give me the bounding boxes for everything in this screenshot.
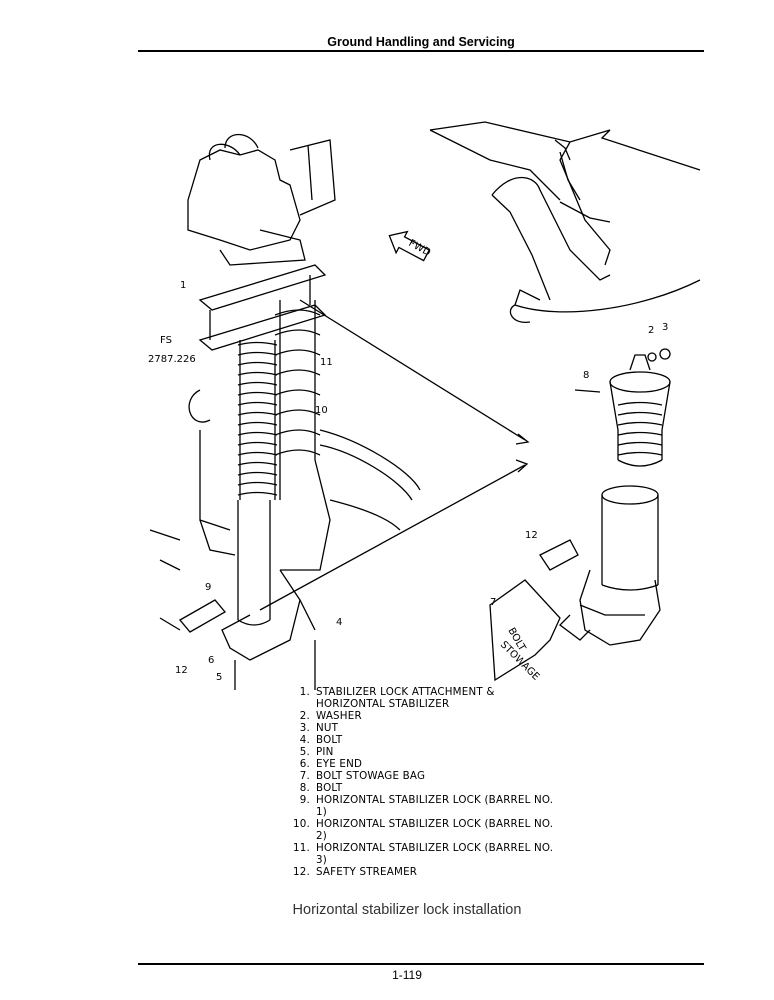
callout-4: 4: [336, 617, 342, 628]
legend-text: HORIZONTAL STABILIZER LOCK (BARREL NO. 3…: [316, 842, 554, 866]
legend-item: 11. HORIZONTAL STABILIZER LOCK (BARREL NO…: [292, 842, 556, 866]
page-number: 1-119: [392, 968, 422, 982]
legend-text: HORIZONTAL STABILIZER LOCK (BARREL NO. 2…: [316, 818, 554, 842]
page-header-title: Ground Handling and Servicing: [327, 35, 515, 49]
callout-9: 9: [205, 582, 211, 593]
legend-num: 11.: [293, 842, 310, 854]
legend-num: 2.: [299, 710, 310, 722]
fs-label: FS: [160, 335, 172, 346]
callout-2: 2: [648, 325, 654, 336]
callout-8: 8: [583, 370, 589, 381]
legend-item: 12. SAFETY STREAMER: [292, 866, 556, 878]
fs-value: 2787.226: [148, 354, 196, 365]
legend-num: 12.: [293, 866, 310, 878]
legend-item: 2. WASHER: [292, 710, 556, 722]
callout-5: 5: [216, 672, 222, 683]
legend-text: EYE END: [316, 758, 363, 770]
fwd-arrow: [388, 230, 431, 262]
callout-6: 6: [208, 655, 214, 666]
legend-item: 1. STABILIZER LOCK ATTACHMENT & HORIZONTA…: [292, 686, 556, 710]
legend-text: BOLT STOWAGE BAG: [316, 770, 426, 782]
detail-barrel-bag-drawing: [489, 485, 661, 682]
legend-num: 9.: [299, 794, 310, 806]
legend-item: 10. HORIZONTAL STABILIZER LOCK (BARREL NO…: [292, 818, 556, 842]
legend-text: BOLT: [316, 734, 343, 746]
legend-item: 3. NUT: [292, 722, 556, 734]
legend-num: 10.: [293, 818, 310, 830]
legend-num: 7.: [299, 770, 310, 782]
callout-11: 11: [320, 357, 333, 368]
callout-12-right: 12: [525, 530, 538, 541]
legend-item: 7. BOLT STOWAGE BAG: [292, 770, 556, 782]
legend-num: 8.: [299, 782, 310, 794]
legend-item: 5. PIN: [292, 746, 556, 758]
callout-10: 10: [315, 405, 328, 416]
lock-column-drawing: [149, 133, 421, 690]
figure-caption: Horizontal stabilizer lock installation: [292, 902, 522, 918]
legend-num: 6.: [299, 758, 310, 770]
legend-text: STABILIZER LOCK ATTACHMENT & HORIZONTAL …: [316, 686, 495, 710]
callout-3: 3: [662, 322, 668, 333]
legend-item: 6. EYE END: [292, 758, 556, 770]
callout-12-left: 12: [175, 665, 188, 676]
stabilizer-lock-illustration: FS 2787.226 FWD BOLT STOWAGE 1 2 3 4 5 6…: [148, 121, 701, 690]
aircraft-tail-drawing: [429, 121, 701, 323]
legend-text: WASHER: [316, 710, 362, 722]
parts-legend: 1. STABILIZER LOCK ATTACHMENT & HORIZONTA…: [292, 686, 556, 878]
legend-text: HORIZONTAL STABILIZER LOCK (BARREL NO. 1…: [316, 794, 554, 818]
legend-text: SAFETY STREAMER: [316, 866, 418, 878]
footer-rule: [138, 963, 704, 965]
legend-text: PIN: [316, 746, 334, 758]
legend-num: 3.: [299, 722, 310, 734]
legend-num: 1.: [299, 686, 310, 698]
detail-lock-top-drawing: [574, 348, 671, 467]
legend-num: 5.: [299, 746, 310, 758]
legend-item: 8. BOLT: [292, 782, 556, 794]
callout-1: 1: [180, 280, 186, 291]
legend-text: NUT: [316, 722, 339, 734]
header-rule: [138, 50, 704, 52]
callout-7: 7: [490, 597, 496, 608]
legend-item: 4. BOLT: [292, 734, 556, 746]
fwd-label: FWD: [407, 238, 433, 259]
legend-num: 4.: [299, 734, 310, 746]
legend-item: 9. HORIZONTAL STABILIZER LOCK (BARREL NO.…: [292, 794, 556, 818]
legend-text: BOLT: [316, 782, 343, 794]
